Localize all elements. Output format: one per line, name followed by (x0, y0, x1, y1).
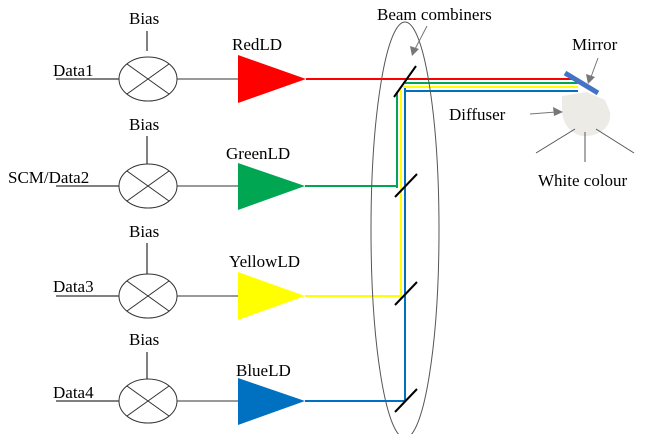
bias-label-2: Bias (129, 115, 160, 134)
green-ld-label: GreenLD (226, 144, 291, 163)
beam-combiner-1 (393, 65, 417, 98)
modulator-3-cross-b (126, 280, 170, 312)
modulator-4-cross-b (126, 385, 170, 417)
bias-label-3: Bias (129, 222, 160, 241)
channel-red (56, 31, 306, 103)
beam-combiner-4 (394, 388, 418, 413)
beam-combiner-2 (394, 173, 418, 198)
diffuser-label: Diffuser (449, 105, 506, 124)
modulator-2-cross-b (126, 170, 170, 202)
white-colour-label: White colour (538, 171, 628, 190)
channel-blue (56, 352, 305, 425)
red-laser-diode (238, 55, 306, 103)
white-light-ray-right (595, 128, 635, 154)
diffuser-icon (562, 92, 611, 136)
modulator-1-cross-b (126, 63, 170, 95)
beam-combiners-pointer (413, 25, 428, 52)
data4-label: Data4 (53, 383, 94, 402)
channel-green (56, 136, 305, 210)
mirror-arrowhead (586, 74, 595, 84)
green-laser-diode (238, 163, 305, 210)
mirror-pointer (590, 57, 599, 78)
yellow-ld-label: YellowLD (229, 252, 301, 271)
data2-label: SCM/Data2 (8, 168, 90, 187)
mirror-icon (563, 70, 600, 96)
beam-combiners-label: Beam combiners (377, 5, 492, 24)
combined-beam (403, 78, 578, 92)
diffuser-arrowhead (553, 107, 563, 116)
channel-yellow (56, 243, 305, 320)
red-ld-label: RedLD (232, 35, 283, 54)
mirror-label: Mirror (572, 35, 618, 54)
bias-label-4: Bias (129, 330, 160, 349)
diffuser-pointer (529, 111, 557, 115)
bias-label-1: Bias (129, 9, 160, 28)
yellow-laser-diode (238, 272, 305, 320)
beam-combiner-3 (394, 281, 418, 306)
blue-laser-diode (238, 378, 305, 425)
data3-label: Data3 (53, 277, 94, 296)
white-light-ray-left (535, 128, 576, 154)
data1-label: Data1 (53, 61, 94, 80)
blue-ld-label: BlueLD (236, 361, 291, 380)
beam-combiners-arrowhead (410, 46, 419, 56)
